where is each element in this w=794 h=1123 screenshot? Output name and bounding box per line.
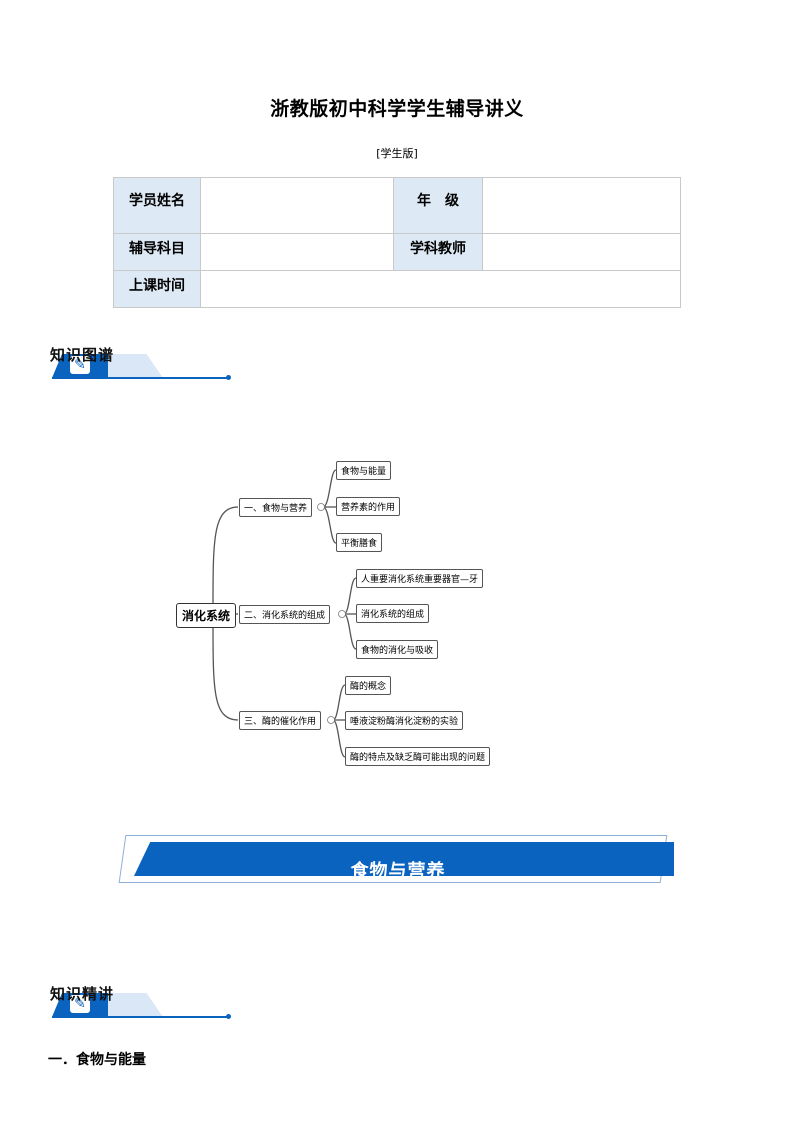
- mindmap-branch[interactable]: 一、食物与营养: [239, 498, 313, 517]
- edit-icon: ✎: [70, 995, 90, 1013]
- mindmap-leaf[interactable]: 酶的特点及缺乏酶可能出现的问题: [345, 747, 491, 766]
- section-label: 知识图谱: [50, 346, 115, 364]
- topic-banner: 食物与营养: [118, 835, 674, 883]
- collapse-toggle[interactable]: [327, 716, 335, 724]
- student-name-label: 学员姓名: [113, 177, 201, 234]
- edit-icon: ✎: [70, 356, 90, 374]
- mindmap-root[interactable]: 消化系统: [176, 603, 237, 628]
- section-underline-dot: [226, 1014, 231, 1019]
- collapse-toggle[interactable]: [338, 610, 346, 618]
- subject-label: 辅导科目: [113, 233, 201, 271]
- mindmap-leaf[interactable]: 唾液淀粉酶消化淀粉的实验: [345, 711, 464, 730]
- section-label: 知识精讲: [50, 985, 115, 1003]
- banner-fill: [134, 842, 674, 876]
- student-info-table: 学员姓名 年 级 辅导科目 学科教师 上课时间: [113, 177, 681, 308]
- mindmap-leaf[interactable]: 食物的消化与吸收: [356, 640, 439, 659]
- mindmap-leaf[interactable]: 营养素的作用: [336, 497, 401, 516]
- mindmap-leaf[interactable]: 食物与能量: [336, 461, 392, 480]
- document-title: 浙教版初中科学学生辅导讲义: [270, 98, 524, 120]
- class-time-field[interactable]: [200, 270, 681, 308]
- mindmap-leaf[interactable]: 消化系统的组成: [356, 604, 430, 623]
- section-tab-light: [108, 993, 163, 1017]
- teacher-field[interactable]: [482, 233, 681, 271]
- section-underline: [52, 1016, 228, 1018]
- document-subtitle: [学生版]: [376, 147, 418, 160]
- student-name-field[interactable]: [200, 177, 394, 234]
- section-header-knowledge-map: ✎ 知识图谱: [48, 344, 238, 384]
- mindmap-leaf[interactable]: 人重要消化系统重要器官—牙: [356, 569, 484, 588]
- mindmap-branch[interactable]: 三、酶的催化作用: [239, 711, 322, 730]
- section-underline-dot: [226, 375, 231, 380]
- section-underline: [52, 377, 228, 379]
- mindmap-leaf[interactable]: 平衡膳食: [336, 533, 383, 552]
- banner-title: 食物与营养: [350, 861, 446, 882]
- content-heading: 一．食物与能量: [48, 1052, 146, 1068]
- collapse-toggle[interactable]: [317, 503, 325, 511]
- grade-label: 年 级: [393, 177, 483, 234]
- mindmap-branch[interactable]: 二、消化系统的组成: [239, 605, 331, 624]
- section-header-knowledge-explain: ✎ 知识精讲: [48, 983, 238, 1023]
- mindmap-leaf[interactable]: 酶的概念: [345, 676, 392, 695]
